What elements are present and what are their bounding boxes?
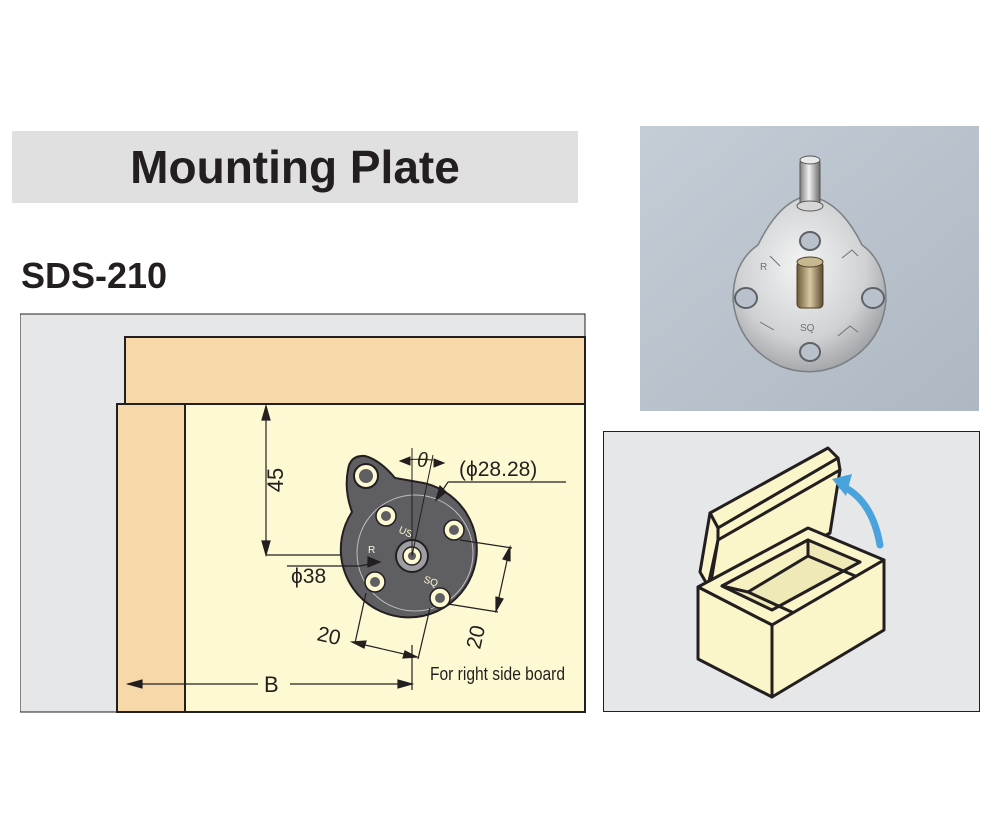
- photo-mark-r: R: [760, 262, 767, 273]
- dimension-45: [261, 403, 410, 558]
- photo-pin: [799, 159, 821, 207]
- product-photo: R SQ: [640, 126, 979, 411]
- top-board: [124, 336, 586, 405]
- left-board-edge: [116, 403, 186, 713]
- dimension-phi28-label: (ϕ28.28): [459, 458, 537, 481]
- technical-drawing: 45 US R SQ θ (ϕ28.28): [20, 313, 586, 713]
- box-body: [696, 446, 886, 699]
- mounting-plate-drawing: US R SQ: [339, 454, 478, 619]
- photo-mark-sq: SQ: [800, 323, 815, 334]
- dimension-b: [125, 645, 415, 690]
- photo-holes: [734, 231, 885, 362]
- plate-mark-sq: SQ: [422, 574, 440, 589]
- title-banner: Mounting Plate: [12, 131, 578, 203]
- plate-mark-us: US: [397, 525, 415, 541]
- photo-brass-sleeve: [796, 261, 824, 309]
- dimension-phi38: [287, 556, 382, 568]
- photo-markings: [759, 249, 859, 337]
- dimension-20-vertical: [447, 539, 513, 614]
- dimension-45-label: 45: [263, 468, 288, 492]
- dimension-phi28: [434, 481, 566, 502]
- page-title: Mounting Plate: [130, 141, 460, 193]
- plate-mark-r: R: [368, 545, 375, 556]
- dimension-20-vertical-label: 20: [462, 623, 490, 651]
- dimension-20-horizontal-label: 20: [315, 622, 343, 650]
- angle-theta-label: θ: [417, 450, 428, 472]
- box-illustration: [603, 431, 980, 712]
- angle-theta: [398, 448, 446, 557]
- dimension-20-horizontal: [349, 592, 431, 660]
- model-code: SDS-210: [21, 255, 168, 296]
- opening-arrow: [832, 474, 884, 549]
- dimension-b-label: B: [264, 672, 279, 697]
- right-side-board-note: For right side board: [430, 664, 565, 684]
- dimension-phi38-label: ϕ38: [291, 565, 326, 588]
